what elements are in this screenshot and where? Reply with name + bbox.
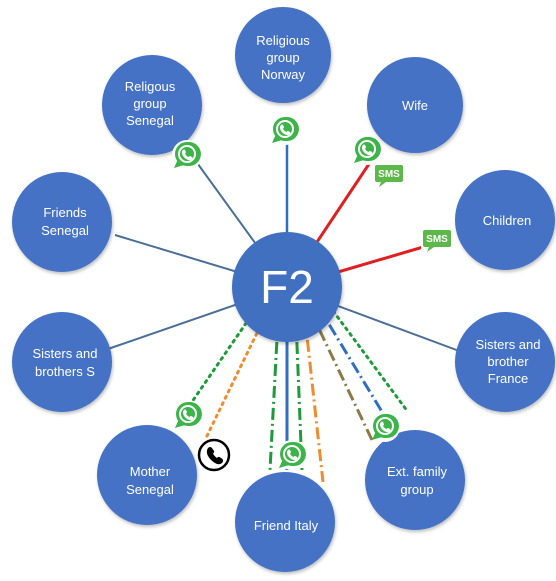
node-label-line: group <box>400 482 433 497</box>
node-friend-italy: Friend Italy <box>235 472 335 572</box>
node-label-line: Children <box>483 213 531 228</box>
node-label-line: Sisters and <box>475 337 540 352</box>
node-label-line: Norway <box>261 67 306 82</box>
sms-icon: SMS <box>421 228 453 252</box>
whatsapp-icon <box>369 411 401 443</box>
link-ext-olive <box>308 309 374 441</box>
node-religious-senegal: Religous group Senegal <box>102 55 202 155</box>
center-label: F2 <box>260 261 314 313</box>
whatsapp-icon <box>269 114 301 146</box>
node-label-line: group <box>133 96 166 111</box>
link-mother-orange <box>203 300 274 442</box>
whatsapp-icon <box>172 399 204 431</box>
node-label-line: Religious <box>256 33 310 48</box>
whatsapp-icon <box>171 139 203 171</box>
node-label-line: group <box>266 50 299 65</box>
node-label-line: Wife <box>402 98 428 113</box>
node-religious-norway: Religious group Norway <box>235 7 331 103</box>
node-label-line: Senegal <box>126 113 174 128</box>
node-label-line: Senegal <box>41 223 89 238</box>
phone-icon <box>197 438 231 472</box>
node-sisters-brothers-s: Sisters and brothers S <box>12 312 112 412</box>
node-label-line: Sisters and <box>32 346 97 361</box>
sms-icon: SMS <box>373 163 405 187</box>
link-ext-blue <box>316 305 392 426</box>
link-ext-green <box>323 298 410 414</box>
node-label-line: brother <box>487 354 529 369</box>
node-sisters-brother-france: Sisters and brother France <box>455 312 555 412</box>
node-wife: Wife <box>367 57 463 153</box>
whatsapp-icon <box>276 439 308 471</box>
node-label-line: Senegal <box>126 482 174 497</box>
node-label-line: Friend Italy <box>254 518 319 533</box>
link-italy-olive <box>294 319 304 471</box>
node-label-line: brothers S <box>35 364 95 379</box>
node-label-line: Ext. family <box>387 464 447 479</box>
node-center-f2: F2 <box>232 232 342 342</box>
link-italy-green <box>268 319 280 471</box>
node-mother-senegal: Mother Senegal <box>97 425 197 525</box>
node-label-line: Mother <box>130 464 171 479</box>
node-friends-senegal: Friends Senegal <box>12 172 112 272</box>
sms-label: SMS <box>426 234 448 245</box>
link-italy-orange <box>303 317 325 483</box>
whatsapp-icon <box>351 134 383 166</box>
node-children: Children <box>455 170 555 270</box>
node-ext-family: Ext. family group <box>365 430 465 530</box>
node-label-line: Friends <box>43 205 87 220</box>
node-label-line: France <box>488 371 528 386</box>
node-label-line: Religous <box>125 79 176 94</box>
sms-label: SMS <box>378 169 400 180</box>
